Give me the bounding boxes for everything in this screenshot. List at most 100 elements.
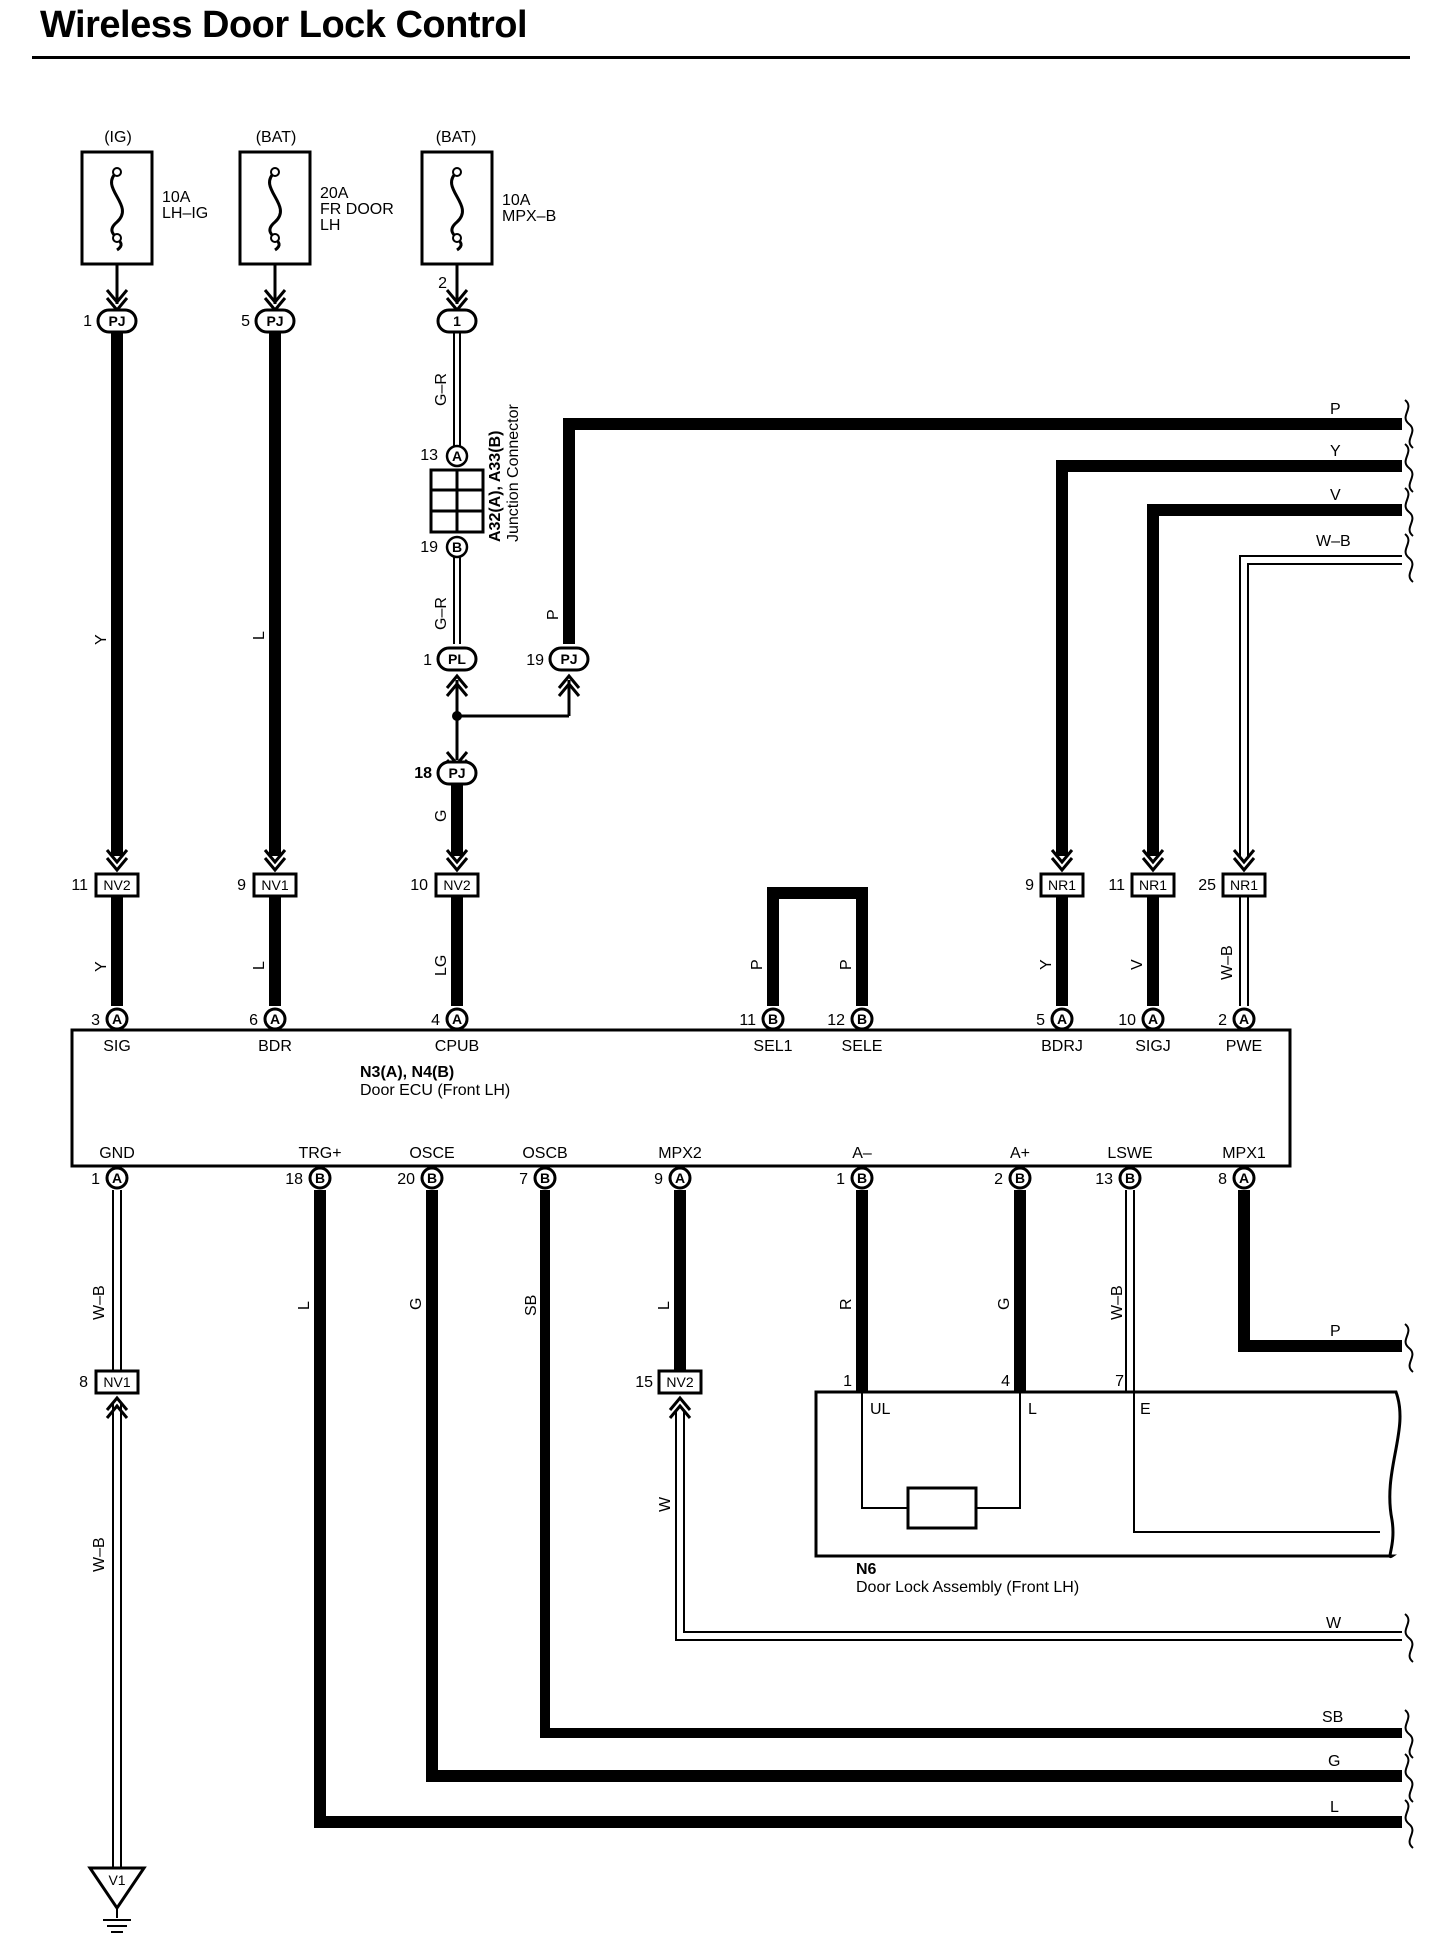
svg-text:11: 11	[1108, 877, 1125, 894]
svg-text:NV1: NV1	[103, 1374, 130, 1390]
svg-text:25: 25	[1198, 877, 1216, 894]
svg-text:4: 4	[431, 1012, 440, 1029]
svg-text:R: R	[838, 1298, 855, 1310]
svg-text:A: A	[452, 448, 462, 464]
svg-text:B: B	[315, 1170, 325, 1186]
svg-text:N3(A), N4(B): N3(A), N4(B)	[360, 1064, 454, 1081]
svg-text:8: 8	[1218, 1171, 1227, 1188]
ecu-pin-gnd: GND 1 A	[91, 1145, 135, 1190]
svg-text:A: A	[270, 1011, 280, 1027]
wires-bottom	[112, 1190, 1402, 1868]
ecu-pin-bdrj: 5 A BDRJ	[1036, 1007, 1083, 1055]
junction-connector: 13 A 19 B A32(A), A33(B) Junction Connec…	[420, 403, 522, 559]
svg-text:1: 1	[836, 1171, 845, 1188]
svg-text:LH–IG: LH–IG	[162, 205, 208, 222]
svg-text:G: G	[433, 810, 450, 822]
wire-continuation-marks	[1404, 399, 1414, 1849]
ecu-pin-trg-plus: TRG+ 18 B	[285, 1145, 342, 1190]
svg-text:A–: A–	[852, 1145, 872, 1162]
wires-top	[111, 264, 1402, 1006]
svg-text:PJ: PJ	[266, 313, 283, 329]
svg-text:CPUB: CPUB	[435, 1038, 479, 1055]
connector-15-nv2: 15 NV2	[635, 1369, 703, 1395]
connector-1-pl: 1 PL	[423, 646, 478, 672]
ecu-pins-bottom: GND 1 A TRG+ 18 B OSCE 20 B OSCB 7 B MPX…	[91, 1145, 1266, 1190]
svg-text:9: 9	[654, 1171, 663, 1188]
svg-text:7: 7	[1115, 1373, 1124, 1390]
connector-2-1: 2 1	[436, 275, 478, 334]
connector-11-nv2: 11 NV2	[71, 872, 140, 898]
connector-9-nv1: 9 NV1	[237, 872, 298, 898]
svg-text:A: A	[112, 1011, 122, 1027]
svg-text:NV2: NV2	[666, 1374, 693, 1390]
connector-8-nv1: 8 NV1	[79, 1369, 140, 1395]
svg-text:B: B	[427, 1170, 437, 1186]
svg-text:4: 4	[1001, 1373, 1010, 1390]
svg-text:B: B	[857, 1011, 867, 1027]
connector-1-pj: 1 PJ	[83, 308, 138, 334]
svg-text:A: A	[452, 1011, 462, 1027]
svg-text:P: P	[838, 959, 855, 970]
svg-text:10: 10	[1118, 1012, 1136, 1029]
svg-text:6: 6	[249, 1012, 258, 1029]
connector-19-pj: 19 PJ	[526, 646, 590, 672]
svg-text:BDRJ: BDRJ	[1041, 1038, 1083, 1055]
svg-text:2: 2	[1218, 1012, 1227, 1029]
svg-text:5: 5	[1036, 1012, 1045, 1029]
svg-text:L: L	[251, 961, 268, 970]
ecu-pin-sigj: 10 A SIGJ	[1118, 1007, 1171, 1055]
svg-text:P: P	[1330, 1323, 1341, 1340]
connector-18-pj: 18 PJ	[414, 760, 478, 786]
svg-text:BDR: BDR	[258, 1038, 292, 1055]
svg-text:OSCB: OSCB	[522, 1145, 567, 1162]
ground-v1: V1	[87, 1866, 147, 1933]
svg-text:W–B: W–B	[1219, 945, 1236, 980]
svg-text:P: P	[1330, 401, 1341, 418]
svg-text:A32(A), A33(B): A32(A), A33(B)	[487, 431, 504, 542]
svg-text:Y: Y	[93, 634, 110, 645]
ecu-pin-a-minus: A– 1 B	[836, 1145, 874, 1190]
svg-text:W: W	[1326, 1615, 1342, 1632]
svg-text:PJ: PJ	[448, 765, 465, 781]
svg-text:5: 5	[241, 313, 250, 330]
svg-text:Y: Y	[93, 961, 110, 972]
ecu-pin-a-plus: A+ 2 B	[994, 1145, 1032, 1190]
svg-text:Junction Connector: Junction Connector	[505, 403, 522, 542]
svg-text:2: 2	[438, 275, 447, 292]
svg-text:10A: 10A	[162, 189, 191, 206]
svg-text:18: 18	[414, 765, 432, 782]
ecu-pins-top: 3 A SIG 6 A BDR 4 A CPUB 11 B SEL1 12 B …	[91, 1007, 1262, 1055]
svg-text:N6: N6	[856, 1561, 877, 1578]
ecu-pin-cpub: 4 A CPUB	[431, 1007, 479, 1055]
svg-text:2: 2	[994, 1171, 1003, 1188]
fuse-mpx-b: (BAT) 10A MPX–B	[420, 129, 556, 266]
svg-text:W–B: W–B	[1109, 1285, 1126, 1320]
svg-text:V: V	[1129, 959, 1146, 970]
svg-text:10: 10	[410, 877, 428, 894]
connector-11-nr1: 11 NR1	[1108, 872, 1176, 898]
svg-text:SB: SB	[523, 1295, 540, 1316]
svg-text:Door Lock Assembly (Front LH): Door Lock Assembly (Front LH)	[856, 1579, 1079, 1596]
svg-text:B: B	[1125, 1170, 1135, 1186]
svg-text:OSCE: OSCE	[409, 1145, 454, 1162]
svg-text:G: G	[408, 1298, 425, 1310]
connector-5-pj: 5 PJ	[241, 308, 296, 334]
svg-text:TRG+: TRG+	[298, 1145, 341, 1162]
svg-text:PJ: PJ	[560, 651, 577, 667]
svg-text:SELE: SELE	[842, 1038, 883, 1055]
svg-text:9: 9	[237, 877, 246, 894]
svg-text:L: L	[656, 1301, 673, 1310]
svg-text:12: 12	[827, 1012, 845, 1029]
svg-text:V1: V1	[108, 1872, 125, 1888]
svg-text:W: W	[657, 1496, 674, 1512]
svg-text:20A: 20A	[320, 185, 349, 202]
svg-text:18: 18	[285, 1171, 303, 1188]
svg-text:SB: SB	[1322, 1709, 1343, 1726]
page-title: Wireless Door Lock Control	[40, 4, 528, 46]
svg-text:LG: LG	[433, 955, 450, 976]
svg-text:LH: LH	[320, 217, 340, 234]
svg-text:MPX–B: MPX–B	[502, 208, 556, 225]
svg-text:11: 11	[71, 877, 88, 894]
ecu-pin-osce: OSCE 20 B	[397, 1145, 455, 1190]
